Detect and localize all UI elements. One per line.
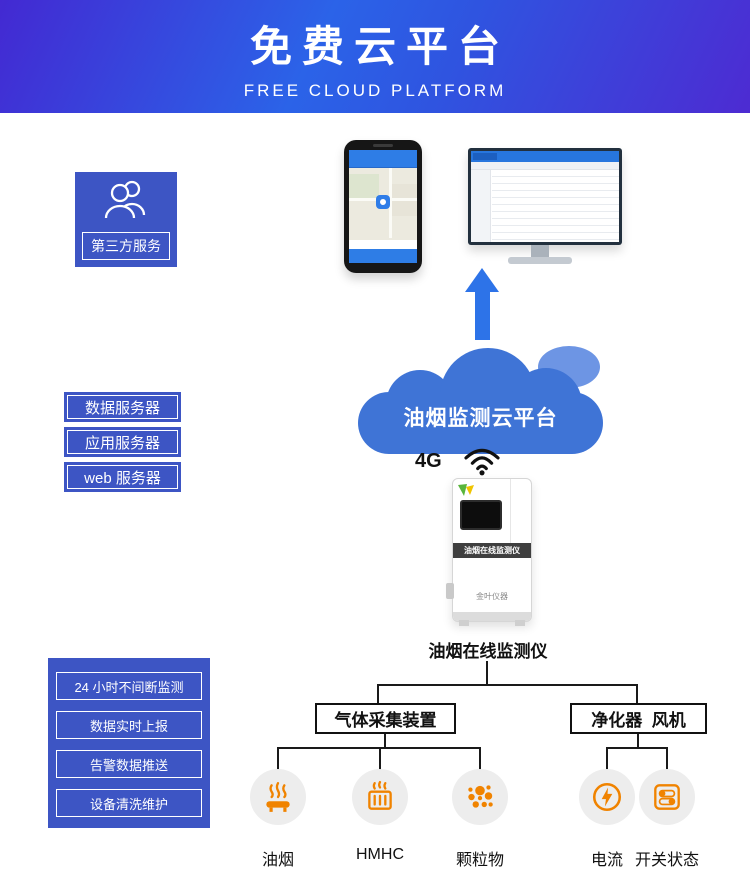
gas-collection-box: 气体采集装置: [315, 703, 456, 734]
dashboard-logo: [473, 153, 497, 160]
connector-line: [377, 684, 379, 704]
users-icon: [101, 178, 151, 225]
device-brand-logo-icon: [458, 483, 474, 501]
feature-item: 设备清洗维护: [56, 789, 202, 817]
cloud-platform-label: 油烟监测云平台: [403, 407, 558, 430]
feature-item: 数据实时上报: [56, 711, 202, 739]
connector-line: [277, 747, 279, 770]
oil-smoke-icon: [250, 769, 306, 825]
device-foot: [459, 620, 469, 626]
connector-line: [384, 734, 386, 747]
connector-line: [637, 734, 639, 747]
phone-bottom-bar: [349, 249, 417, 263]
phone-speaker: [373, 144, 393, 147]
device-band-label: 油烟在线监测仪: [453, 543, 531, 558]
monitor-stand-base: [508, 257, 572, 264]
current-icon: [579, 769, 635, 825]
monitoring-device-mockup: 油烟在线监测仪 金叶仪器: [446, 478, 532, 626]
switch-status-icon: [639, 769, 695, 825]
connector-line: [377, 684, 638, 686]
map-pin-icon: [376, 195, 390, 210]
sensor-label-current: 电流: [590, 852, 623, 869]
up-arrow-icon: [465, 268, 499, 292]
page-title: 免费云平台: [249, 23, 510, 70]
page-subtitle: FREE CLOUD PLATFORM: [243, 81, 507, 100]
phone-screen: [349, 150, 417, 263]
connector-line: [379, 747, 381, 770]
sensor-label-oil-smoke: 油烟: [261, 852, 294, 869]
device-display: [460, 500, 502, 530]
phone-app-header: [349, 150, 417, 168]
connector-line: [636, 684, 638, 704]
cellular-4g-label: 4G: [415, 450, 442, 472]
dashboard-header: [471, 151, 619, 162]
banner: 免费云平台 FREE CLOUD PLATFORM: [0, 0, 750, 113]
map-road: [389, 168, 392, 238]
server-label: web 服务器: [67, 465, 178, 489]
device-caption: 油烟在线监测仪: [428, 642, 548, 661]
server-label: 应用服务器: [67, 430, 178, 454]
connector-line: [606, 747, 668, 749]
connector-line: [606, 747, 608, 770]
device-brand-label: 金叶仪器: [476, 592, 508, 601]
up-arrow-shaft: [475, 292, 490, 340]
particulate-icon: [452, 769, 508, 825]
feature-item: 24 小时不间断监测: [56, 672, 202, 700]
features-panel: 24 小时不间断监测 数据实时上报 告警数据推送 设备清洗维护: [48, 658, 210, 828]
phone-info-row: [349, 240, 417, 249]
monitor-stand-neck: [531, 245, 549, 257]
sensor-label-hmhc: HMHC: [356, 846, 404, 863]
connector-line: [486, 661, 488, 685]
server-box-web: web 服务器: [64, 462, 181, 492]
third-party-services-label: 第三方服务: [82, 232, 170, 260]
connector-line: [666, 747, 668, 770]
purifier-fan-box: 净化器 风机: [570, 703, 707, 734]
sensor-label-switch-status: 开关状态: [634, 852, 699, 869]
sensor-label-particulate: 颗粒物: [455, 852, 504, 869]
connector-line: [479, 747, 481, 770]
phone-mockup: [344, 140, 422, 273]
map-area: [349, 174, 379, 200]
monitor-mockup: [468, 148, 622, 245]
dashboard-sidebar: [471, 170, 491, 242]
device-base-strip: [453, 612, 531, 621]
server-box-data: 数据服务器: [64, 392, 181, 422]
device-panel-seam: [510, 479, 511, 543]
third-party-services-box: 第三方服务: [75, 172, 177, 267]
hmhc-icon: [352, 769, 408, 825]
server-box-app: 应用服务器: [64, 427, 181, 457]
dashboard-toolbar: [471, 162, 619, 170]
wifi-icon: [462, 444, 502, 481]
server-label: 数据服务器: [67, 395, 178, 419]
monitor-screen: [471, 151, 619, 242]
feature-item: 告警数据推送: [56, 750, 202, 778]
device-foot: [515, 620, 525, 626]
cloud-platform: 油烟监测云平台: [358, 346, 603, 454]
dashboard-table: [492, 170, 619, 242]
device-mounting-bracket: [446, 583, 454, 599]
